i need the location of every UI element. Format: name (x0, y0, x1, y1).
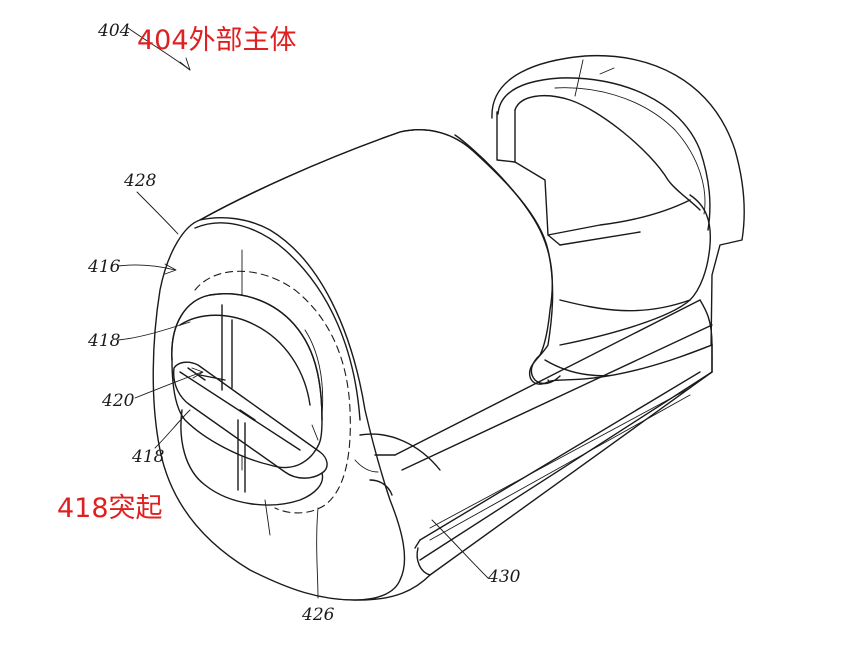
callout-404: 404 (97, 21, 130, 41)
front-button (171, 293, 328, 506)
callout-418-bottom: 418 (131, 447, 165, 467)
rear-arch (491, 54, 745, 361)
callout-420: 420 (101, 391, 135, 411)
callout-416: 416 (87, 257, 121, 277)
callout-426: 426 (301, 605, 335, 625)
leader-lines (117, 27, 489, 599)
annotation-protrusion: 418突起 (57, 493, 163, 524)
annotation-outer-body: 404外部主体 (137, 25, 297, 56)
callout-418-top: 418 (87, 331, 121, 351)
callout-428: 428 (123, 171, 157, 191)
callout-430: 430 (487, 567, 521, 587)
